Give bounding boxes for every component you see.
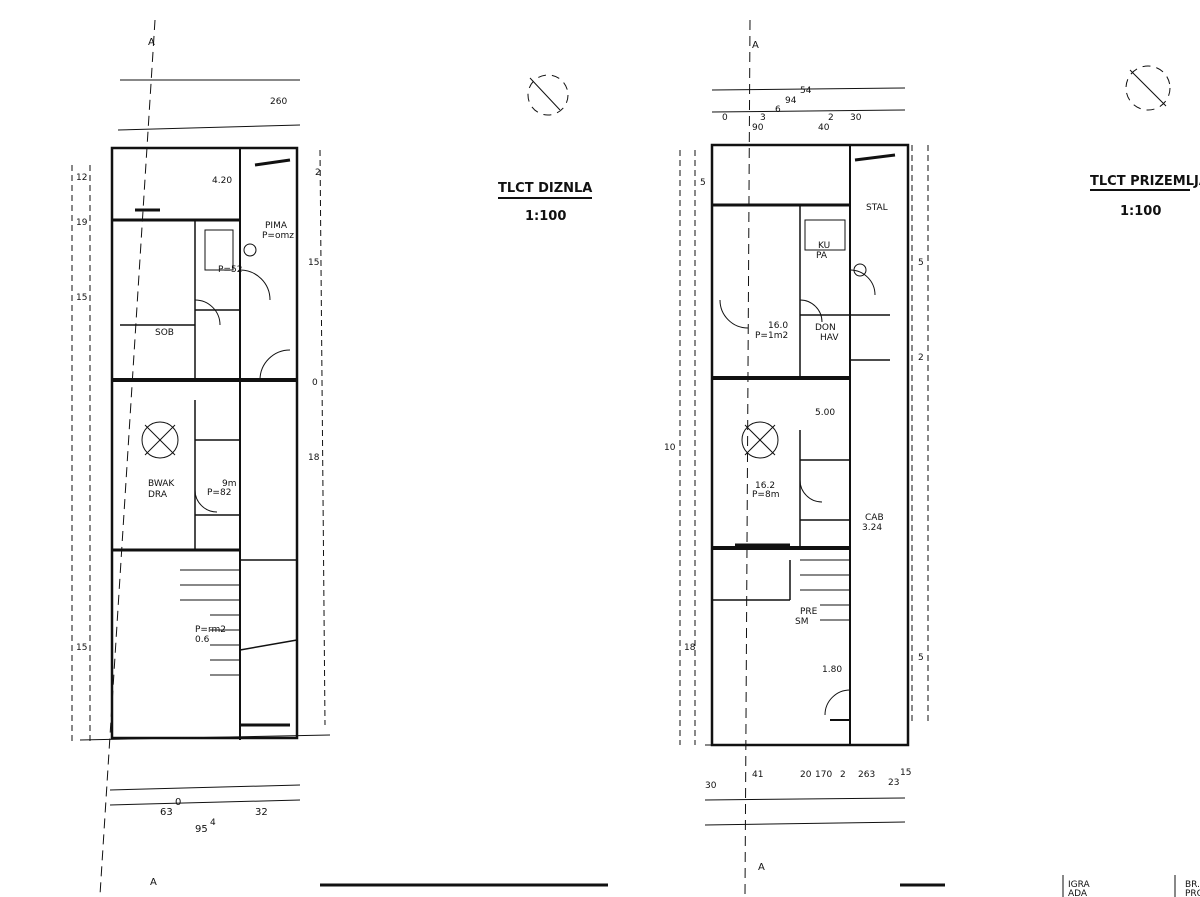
right-room-9-area: 1.80 [822,665,842,675]
right-room-11-name: STAL [866,203,888,213]
left-room-2-name: BWAK [148,479,175,489]
right-bottom-dim-5: 2 [840,770,846,780]
footer-label-c: BR. [1185,880,1200,890]
right-side-dim-l1: 10 [664,443,676,453]
left-side-dim-r2: 0 [312,378,318,388]
left-room-7-area: P=52 [218,265,242,275]
right-room-3-area: P=1m2 [755,331,788,341]
left-top-dim-1: 260 [270,97,287,107]
right-top-dim-6: 90 [752,123,764,133]
right-top-dim-8: 40 [818,123,830,133]
left-bottom-dim-4: 95 [195,824,208,835]
left-room-3-name: DRA [148,490,168,500]
right-top-dim-7: 2 [828,113,834,123]
right-top-dim-9: 30 [850,113,862,123]
footer-label-b: ADA [1068,889,1088,897]
left-room-8-area: 9m [222,479,237,489]
right-room-4-name: DON [815,323,836,333]
right-bottom-dim-3: 20 [800,770,812,780]
left-room-1-name: SOB [155,328,174,338]
right-side-dim-r3: 5 [918,653,924,663]
right-top-dim-4: 0 [722,113,728,123]
left-side-dim-r3: 18 [308,453,320,463]
left-room-6-name: PIMA [265,221,288,231]
right-bottom-dim-4: 170 [815,770,832,780]
right-room-6-area: 16.2 [755,481,775,491]
left-bottom-dim-5: 4 [210,818,216,828]
left-side-dim-4: 15 [76,643,87,653]
right-side-dim-l3: 18 [684,643,696,653]
right-room-7-area: P=8m [752,490,779,500]
right-floor-plan [320,19,1190,897]
left-plan-scale: 1:100 [525,209,566,224]
right-room-2-area: 16.0 [768,321,788,331]
right-bottom-dim-6: 263 [858,770,875,780]
footer-label-d: PRO [1185,889,1200,897]
left-north-marker-top: A [148,37,155,48]
right-room-8-name: PRE [800,607,818,617]
left-bottom-dim-2: 0 [175,797,181,808]
right-bottom-dim-1: 30 [705,781,717,791]
left-bottom-dim-1: 63 [160,807,173,818]
left-side-dim-1: 12 [76,173,87,183]
right-top-dim-1: 54 [800,86,812,96]
right-top-dim-2: 94 [785,96,797,106]
right-side-dim-l2: 5 [700,178,706,188]
right-room-1-area: PA [816,251,828,261]
left-side-dim-r1: 15 [308,258,319,268]
left-top-dim-3: 2 [315,168,321,178]
right-room-8-area: SM [795,617,808,627]
right-room-1-name: KU [818,241,830,251]
left-room-2-area: P=82 [207,488,231,498]
right-bottom-dim-7: 15 [900,768,911,778]
left-room-1-area: P=omz [262,231,294,241]
left-floor-plan [71,19,592,896]
right-room-10-name: CAB [865,513,884,523]
right-top-dim-3: 6 [775,105,781,115]
right-bottom-dim-8: 23 [888,778,899,788]
footer-label-a: IGRA [1068,880,1091,890]
right-bottom-dim-2: 41 [752,770,763,780]
left-room-4-area: P=rm2 [195,625,226,635]
left-top-dim-2: 4.20 [212,176,232,186]
left-north-marker-bottom: A [150,877,157,888]
left-room-5-area: 0.6 [195,635,210,645]
left-side-dim-2: 19 [76,218,88,228]
right-room-4-area: HAV [820,333,839,343]
right-side-dim-r1: 5 [918,258,924,268]
left-side-dim-3: 15 [76,293,87,303]
right-plan-title: TLCT PRIZEMLJA [1090,174,1200,189]
right-room-5-area: 5.00 [815,408,835,418]
right-room-10-area: 3.24 [862,523,882,533]
left-plan-title: TLCT DIZNLA [498,181,592,196]
right-north-marker-top: A [752,40,759,51]
right-plan-scale: 1:100 [1120,204,1161,219]
right-north-marker-bottom: A [758,862,765,873]
right-top-dim-5: 3 [760,113,766,123]
right-side-dim-r2: 2 [918,353,924,363]
left-bottom-dim-3: 32 [255,807,268,818]
